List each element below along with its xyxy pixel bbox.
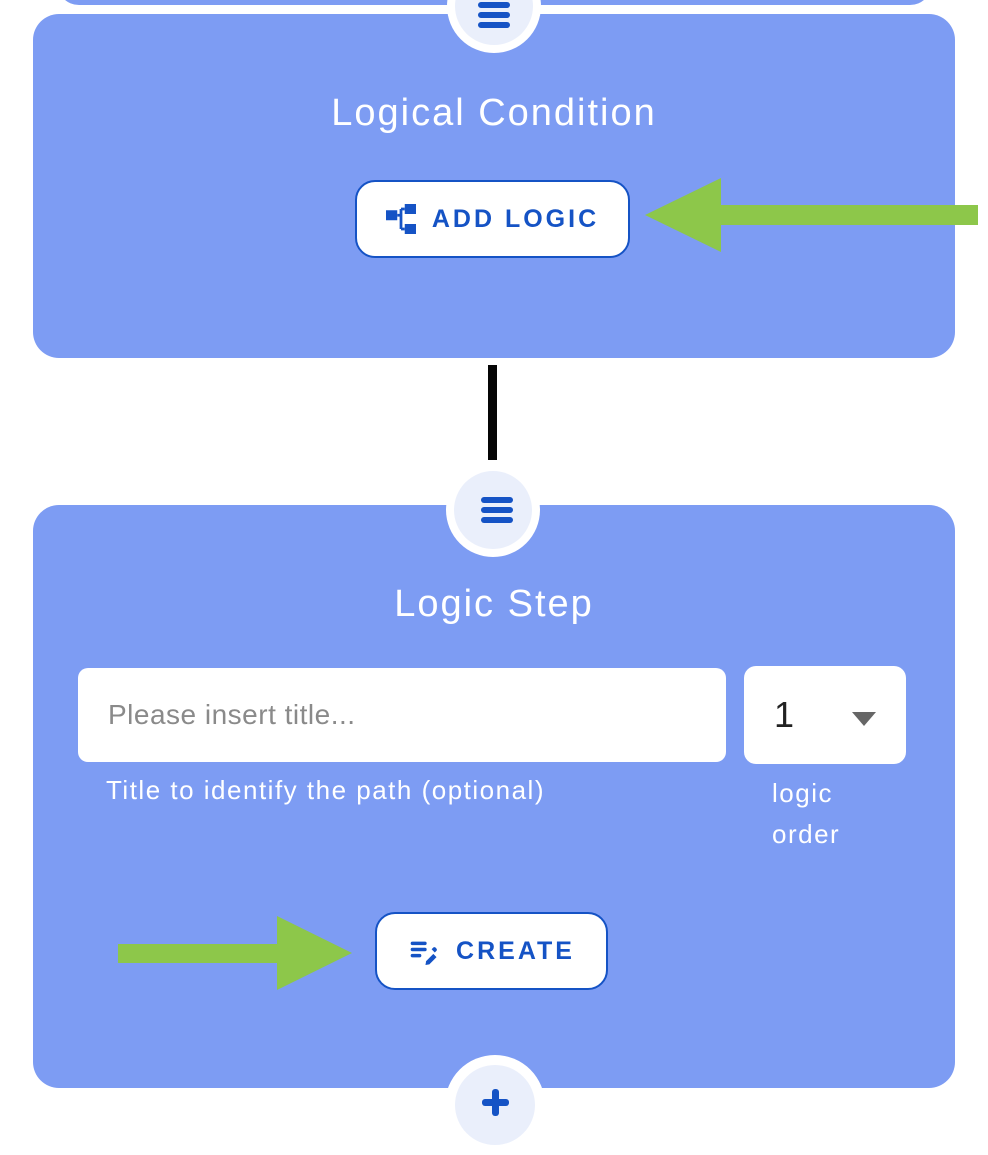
card-title: Logical Condition bbox=[331, 92, 657, 134]
logic-order-caption-line1: logic bbox=[772, 778, 833, 808]
chevron-down-icon bbox=[852, 712, 876, 726]
add-logic-button[interactable]: ADD LOGIC bbox=[355, 180, 630, 258]
logic-order-value: 1 bbox=[774, 694, 795, 735]
logic-order-caption-line2: order bbox=[772, 819, 841, 849]
flowchart-icon bbox=[385, 204, 416, 234]
step-title-input[interactable] bbox=[78, 668, 726, 762]
create-label: CREATE bbox=[456, 936, 575, 965]
edit-note-icon bbox=[408, 935, 440, 967]
annotation-arrow-left-icon bbox=[645, 178, 978, 252]
hamburger-icon[interactable] bbox=[481, 497, 513, 523]
add-logic-label: ADD LOGIC bbox=[431, 204, 600, 233]
logic-order-select[interactable]: 1 bbox=[744, 666, 906, 764]
card-title: Logic Step bbox=[394, 583, 594, 625]
title-input-caption: Title to identify the path (optional) bbox=[106, 775, 545, 805]
logical-condition-card: Logical Condition ADD LOGIC bbox=[33, 14, 955, 358]
flow-connector-line bbox=[488, 365, 497, 460]
logic-step-card: Logic Step 1 Title to identify the path … bbox=[33, 505, 955, 1088]
hamburger-icon[interactable] bbox=[478, 2, 510, 28]
logic-order-caption: logic order bbox=[772, 773, 840, 855]
create-button[interactable]: CREATE bbox=[375, 912, 608, 990]
annotation-arrow-right-icon bbox=[118, 916, 352, 990]
